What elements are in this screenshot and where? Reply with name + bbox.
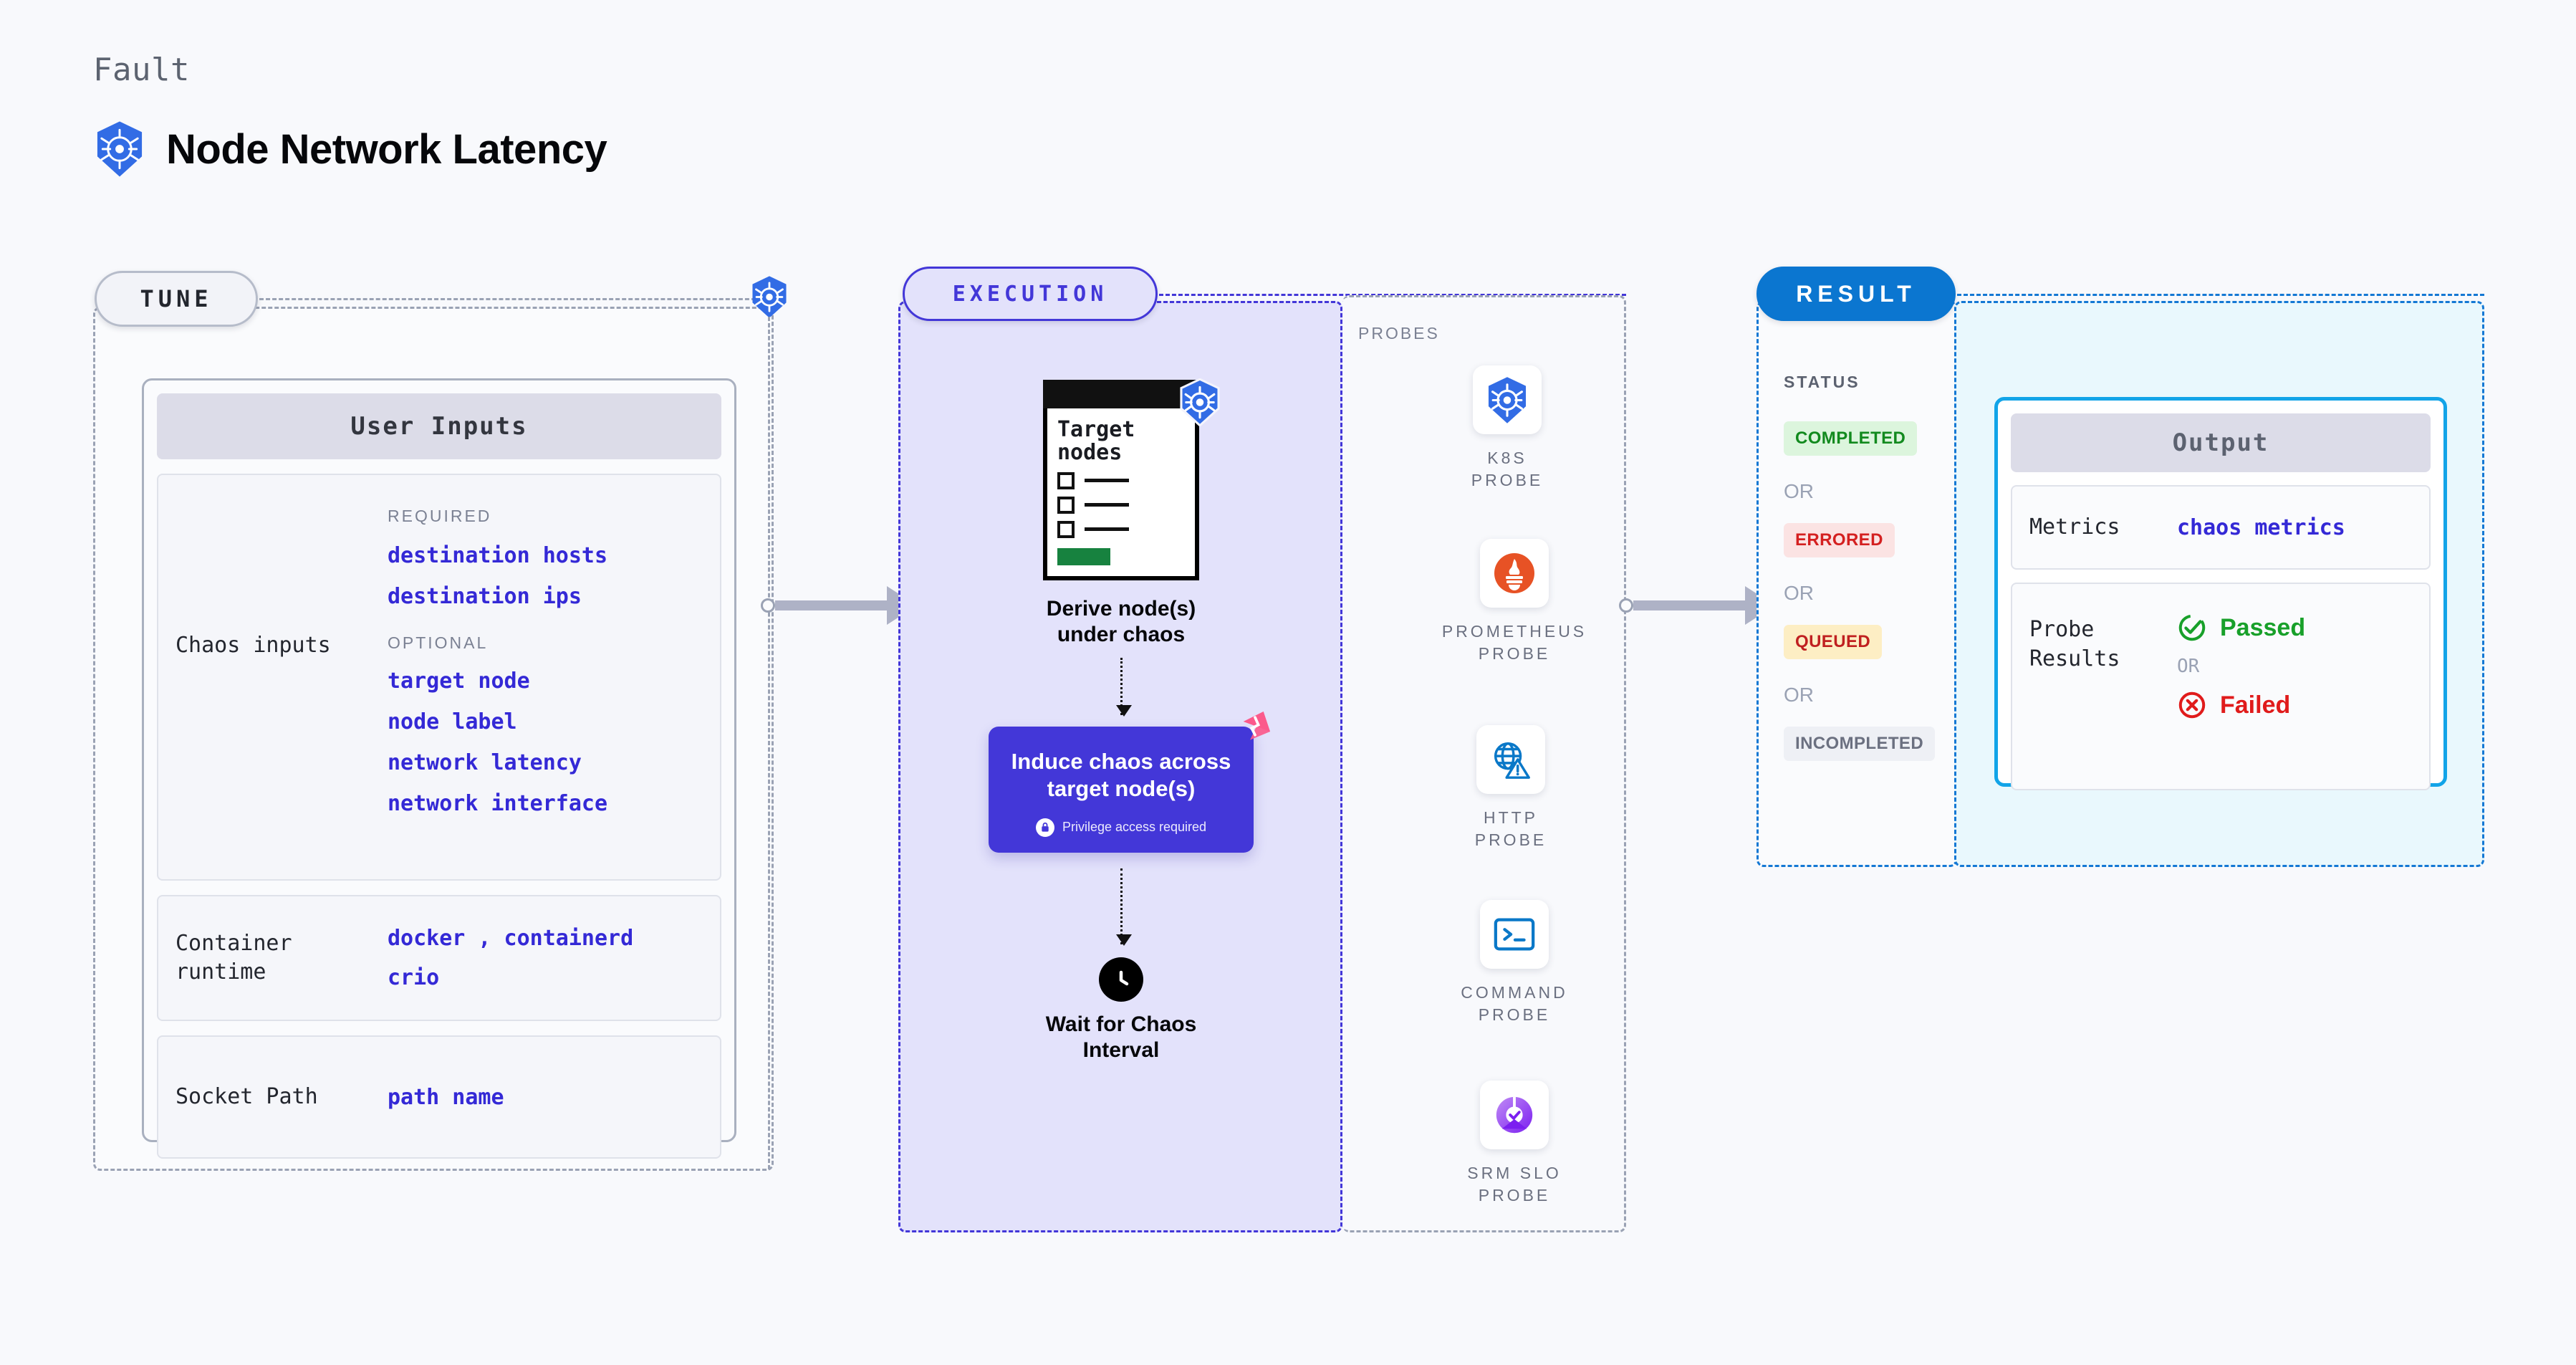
- socket-path-section: Socket Path path name: [157, 1035, 721, 1159]
- container-runtime-values-line1[interactable]: docker , containerd: [388, 926, 634, 951]
- tune-pill[interactable]: TUNE: [95, 271, 258, 327]
- checkbox-icon: [1057, 471, 1075, 489]
- input-network-interface[interactable]: network interface: [388, 791, 608, 816]
- document-kubernetes-badge-icon: [1178, 378, 1222, 430]
- page-title: Node Network Latency: [166, 125, 607, 173]
- probes-heading: PROBES: [1358, 324, 1440, 343]
- derive-nodes-caption: Derive node(s) under chaos: [1046, 597, 1196, 646]
- input-destination-ips[interactable]: destination ips: [388, 584, 582, 609]
- tune-right-dashed-edge: [768, 317, 770, 1169]
- checklist-row: [1047, 520, 1195, 538]
- checklist-line: [1085, 527, 1129, 532]
- probe-k8s-label: K8S PROBE: [1471, 449, 1544, 490]
- clock-icon: [1099, 957, 1143, 1002]
- container-runtime-label: Container runtime: [176, 930, 292, 985]
- output-card-title: Output: [2011, 413, 2431, 472]
- chaos-inputs-label: Chaos inputs: [176, 633, 331, 658]
- srm-slo-probe-icon: [1480, 1081, 1549, 1149]
- kubernetes-logo-icon: [93, 120, 146, 178]
- probe-http[interactable]: HTTP PROBE: [1450, 725, 1572, 851]
- metrics-row: Metrics chaos metrics: [2011, 485, 2431, 570]
- probe-prometheus[interactable]: PROMETHEUS PROBE: [1442, 539, 1584, 665]
- container-runtime-section: Container runtime docker , containerd cr…: [157, 895, 721, 1021]
- input-target-node[interactable]: target node: [388, 669, 530, 694]
- induce-chaos-title: Induce chaos across target node(s): [1011, 749, 1231, 801]
- status-heading: STATUS: [1784, 373, 1860, 391]
- probe-http-label: HTTP PROBE: [1474, 808, 1547, 850]
- wait-interval-caption: Wait for Chaos Interval: [1045, 1012, 1197, 1062]
- output-card: Output Metrics chaos metrics Probe Resul…: [1994, 397, 2447, 790]
- target-nodes-document: Target nodes: [1043, 378, 1220, 580]
- chaos-inputs-section: Chaos inputs REQUIRED destination hosts …: [157, 474, 721, 881]
- privilege-note-text: Privilege access required: [1062, 820, 1207, 835]
- user-inputs-card: User Inputs Chaos inputs REQUIRED destin…: [142, 378, 736, 1159]
- probe-result-passed: Passed: [2177, 613, 2305, 643]
- checklist-row: [1047, 471, 1195, 489]
- checkbox-icon: [1057, 496, 1075, 514]
- execution-flow: Target nodes Derive node(s) under chaos: [989, 378, 1270, 1063]
- socket-path-label: Socket Path: [176, 1083, 318, 1109]
- or-separator-1: OR: [1784, 480, 1814, 502]
- check-circle-icon: [2178, 614, 2206, 641]
- probe-srm-slo-label: SRM SLO PROBE: [1467, 1164, 1562, 1205]
- prometheus-probe-icon: [1480, 539, 1549, 608]
- command-probe-icon: [1480, 900, 1549, 969]
- probe-command[interactable]: COMMAND PROBE: [1450, 900, 1579, 1026]
- result-top-dashed-line: [1957, 294, 2484, 296]
- probe-results-or: OR: [2177, 656, 2200, 677]
- checklist-line: [1085, 479, 1129, 483]
- input-node-label[interactable]: node label: [388, 709, 517, 734]
- probe-result-failed: Failed: [2177, 690, 2305, 720]
- input-network-latency[interactable]: network latency: [388, 750, 582, 775]
- metrics-value[interactable]: chaos metrics: [2177, 514, 2345, 540]
- document-progress-bar: [1057, 547, 1110, 565]
- fault-eyebrow: Fault: [93, 52, 190, 88]
- execution-pill[interactable]: EXECUTION: [903, 267, 1158, 321]
- privilege-note-row: Privilege access required: [1001, 818, 1241, 837]
- or-separator-3: OR: [1784, 684, 1814, 706]
- probe-results-row: Probe Results Passed OR Failed: [2011, 583, 2431, 790]
- execution-top-dashed-line: [1159, 294, 1626, 296]
- http-probe-icon: [1476, 725, 1545, 794]
- page-title-row: Node Network Latency: [93, 120, 607, 178]
- lock-icon: [1035, 818, 1054, 837]
- probe-prometheus-label: PROMETHEUS PROBE: [1441, 622, 1587, 664]
- optional-heading: OPTIONAL: [388, 633, 489, 652]
- or-separator-2: OR: [1784, 582, 1814, 604]
- required-heading: REQUIRED: [388, 507, 492, 525]
- metrics-label: Metrics: [2029, 514, 2120, 540]
- connector-start-dot: [761, 598, 775, 613]
- flow-arrow-2: [1115, 868, 1132, 946]
- tune-top-dashed-line: [259, 298, 762, 300]
- checklist-row: [1047, 496, 1195, 514]
- status-badge-completed: COMPLETED: [1784, 421, 1918, 456]
- litmus-chaos-logo-icon: [1235, 707, 1275, 750]
- probe-results-label: Probe Results: [2029, 617, 2120, 671]
- probe-k8s[interactable]: K8S PROBE: [1450, 365, 1565, 492]
- target-nodes-heading: Target nodes: [1057, 417, 1135, 466]
- container-runtime-values-line2[interactable]: crio: [388, 965, 440, 990]
- x-circle-icon: [2178, 691, 2206, 719]
- checkbox-icon: [1057, 520, 1075, 538]
- connector-bar: [1633, 600, 1745, 610]
- user-inputs-card-title: User Inputs: [157, 393, 721, 459]
- connector-bar: [775, 600, 887, 610]
- failed-label: Failed: [2220, 691, 2291, 719]
- document-header-bar: [1043, 380, 1199, 408]
- connector-start-dot: [1619, 598, 1633, 613]
- kubernetes-probe-icon: [1473, 365, 1542, 434]
- passed-label: Passed: [2220, 613, 2306, 641]
- probe-command-label: COMMAND PROBE: [1461, 983, 1568, 1025]
- tune-kubernetes-badge-icon: [749, 275, 789, 322]
- checklist-line: [1085, 503, 1129, 507]
- status-badge-incompleted: INCOMPLETED: [1784, 727, 1936, 761]
- socket-path-value[interactable]: path name: [388, 1084, 504, 1110]
- input-destination-hosts[interactable]: destination hosts: [388, 543, 608, 568]
- induce-chaos-box[interactable]: Induce chaos across target node(s) Privi…: [989, 712, 1270, 853]
- flow-arrow-1: [1115, 658, 1132, 717]
- probe-srm-slo[interactable]: SRM SLO PROBE: [1450, 1081, 1579, 1207]
- result-pill[interactable]: RESULT: [1756, 267, 1956, 321]
- status-badge-queued: QUEUED: [1784, 625, 1883, 659]
- status-badge-errored: ERRORED: [1784, 523, 1895, 557]
